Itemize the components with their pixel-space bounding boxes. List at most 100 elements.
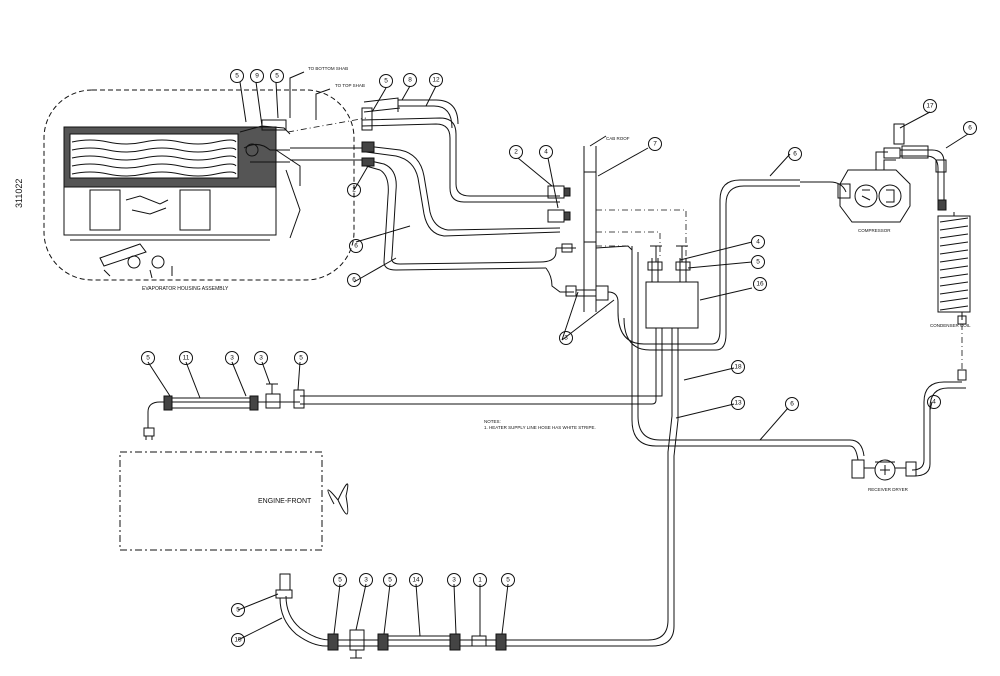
callout-03: 3 bbox=[559, 331, 573, 345]
callout-16: 16 bbox=[753, 277, 767, 291]
svg-text:8: 8 bbox=[408, 77, 412, 84]
svg-text:2: 2 bbox=[514, 149, 518, 156]
callout-08: 8 bbox=[403, 73, 417, 87]
callout-02b: 2 bbox=[347, 183, 361, 197]
callout-14: 14 bbox=[409, 573, 423, 587]
callout-05f: 5 bbox=[294, 351, 308, 365]
cab-roof-bracket bbox=[583, 135, 607, 312]
svg-text:18: 18 bbox=[734, 364, 742, 371]
svg-text:3: 3 bbox=[230, 355, 234, 362]
svg-text:16: 16 bbox=[756, 281, 764, 288]
callout-06b: 6 bbox=[963, 121, 977, 135]
svg-text:4: 4 bbox=[756, 239, 760, 246]
to-top-label: TO TOP SHAB bbox=[335, 83, 365, 88]
callout-05i: 5 bbox=[383, 573, 397, 587]
svg-text:5: 5 bbox=[235, 73, 239, 80]
svg-text:2: 2 bbox=[352, 187, 356, 194]
svg-text:6: 6 bbox=[354, 243, 358, 250]
callout-03e: 3 bbox=[447, 573, 461, 587]
condenser-label: CONDENSER COIL bbox=[930, 323, 971, 328]
svg-text:6: 6 bbox=[968, 125, 972, 132]
callout-18: 18 bbox=[731, 360, 745, 374]
valve-cluster bbox=[545, 243, 633, 312]
svg-text:5: 5 bbox=[236, 607, 240, 614]
callout-05d: 5 bbox=[751, 255, 765, 269]
evaporator-label: EVAPORATOR HOUSING ASSEMBLY bbox=[142, 286, 229, 292]
evaporator-housing bbox=[43, 89, 355, 281]
svg-text:5: 5 bbox=[384, 78, 388, 85]
svg-text:6: 6 bbox=[793, 151, 797, 158]
svg-text:4: 4 bbox=[544, 149, 548, 156]
svg-text:3: 3 bbox=[452, 577, 456, 584]
svg-text:12: 12 bbox=[432, 77, 440, 84]
svg-text:5: 5 bbox=[299, 355, 303, 362]
callout-03b: 3 bbox=[225, 351, 239, 365]
callout-06c: 6 bbox=[349, 239, 363, 253]
callout-04: 4 bbox=[539, 145, 553, 159]
callout-09: 9 bbox=[250, 69, 264, 83]
callout-04b: 4 bbox=[751, 235, 765, 249]
svg-text:1: 1 bbox=[478, 577, 482, 584]
callout-04c: 4 bbox=[927, 395, 941, 409]
svg-text:5: 5 bbox=[146, 355, 150, 362]
callout-12: 12 bbox=[429, 73, 443, 87]
engine-label: ENGINE-FRONT bbox=[258, 498, 312, 505]
callout-05g: 5 bbox=[231, 603, 245, 617]
svg-text:5: 5 bbox=[756, 259, 760, 266]
svg-text:6: 6 bbox=[790, 401, 794, 408]
svg-text:3: 3 bbox=[259, 355, 263, 362]
callout-05e: 5 bbox=[141, 351, 155, 365]
svg-text:15: 15 bbox=[234, 637, 242, 644]
svg-text:5: 5 bbox=[338, 577, 342, 584]
svg-text:17: 17 bbox=[926, 103, 934, 110]
svg-text:14: 14 bbox=[412, 577, 420, 584]
notes-title: NOTES: bbox=[484, 419, 501, 424]
callout-07: 7 bbox=[648, 137, 662, 151]
document-number: 311022 bbox=[14, 179, 24, 208]
engine-front bbox=[119, 451, 349, 551]
compressor bbox=[837, 147, 911, 223]
callout-05: 5 bbox=[230, 69, 244, 83]
evaporator-hoses bbox=[287, 97, 561, 271]
callout-05j: 5 bbox=[501, 573, 515, 587]
leader-lines bbox=[147, 81, 969, 641]
main-hose-runs bbox=[300, 179, 865, 647]
to-bottom-label: TO BOTTOM SHAB bbox=[308, 66, 348, 71]
callout-05b: 5 bbox=[270, 69, 284, 83]
callout-02: 2 bbox=[509, 145, 523, 159]
note-1: 1. HEATER SUPPLY LINE HOSE HAS WHITE STR… bbox=[484, 425, 596, 430]
callout-15: 15 bbox=[231, 633, 245, 647]
receiver-label: RECEIVER DRYER bbox=[868, 487, 909, 492]
heater-supply-line bbox=[275, 573, 507, 659]
svg-text:4: 4 bbox=[932, 399, 936, 406]
callout-06: 6 bbox=[788, 147, 802, 161]
callout-13: 13 bbox=[731, 396, 745, 410]
svg-text:3: 3 bbox=[564, 335, 568, 342]
svg-text:7: 7 bbox=[653, 141, 657, 148]
callout-17: 17 bbox=[923, 99, 937, 113]
svg-text:5: 5 bbox=[388, 577, 392, 584]
callout-06e: 6 bbox=[785, 397, 799, 411]
discharge-line bbox=[893, 123, 947, 211]
compressor-label: COMPRESSOR bbox=[858, 228, 891, 233]
cab-roof-label: CAB ROOF bbox=[606, 136, 630, 141]
callout-05c: 5 bbox=[379, 74, 393, 88]
heater-return-line bbox=[143, 383, 305, 440]
condenser-coil bbox=[937, 212, 971, 325]
liquid-line bbox=[911, 324, 967, 477]
heater-valve-box bbox=[645, 245, 699, 329]
svg-text:5: 5 bbox=[506, 577, 510, 584]
callout-01: 1 bbox=[473, 573, 487, 587]
svg-text:13: 13 bbox=[734, 400, 742, 407]
receiver-dryer bbox=[851, 459, 917, 481]
svg-text:3: 3 bbox=[364, 577, 368, 584]
svg-text:5: 5 bbox=[275, 73, 279, 80]
svg-text:11: 11 bbox=[183, 355, 190, 362]
callout-05h: 5 bbox=[333, 573, 347, 587]
svg-text:9: 9 bbox=[255, 73, 259, 80]
svg-text:6: 6 bbox=[352, 277, 356, 284]
callout-03c: 3 bbox=[254, 351, 268, 365]
callout-06d: 6 bbox=[347, 273, 361, 287]
fittings-upper bbox=[361, 107, 571, 223]
